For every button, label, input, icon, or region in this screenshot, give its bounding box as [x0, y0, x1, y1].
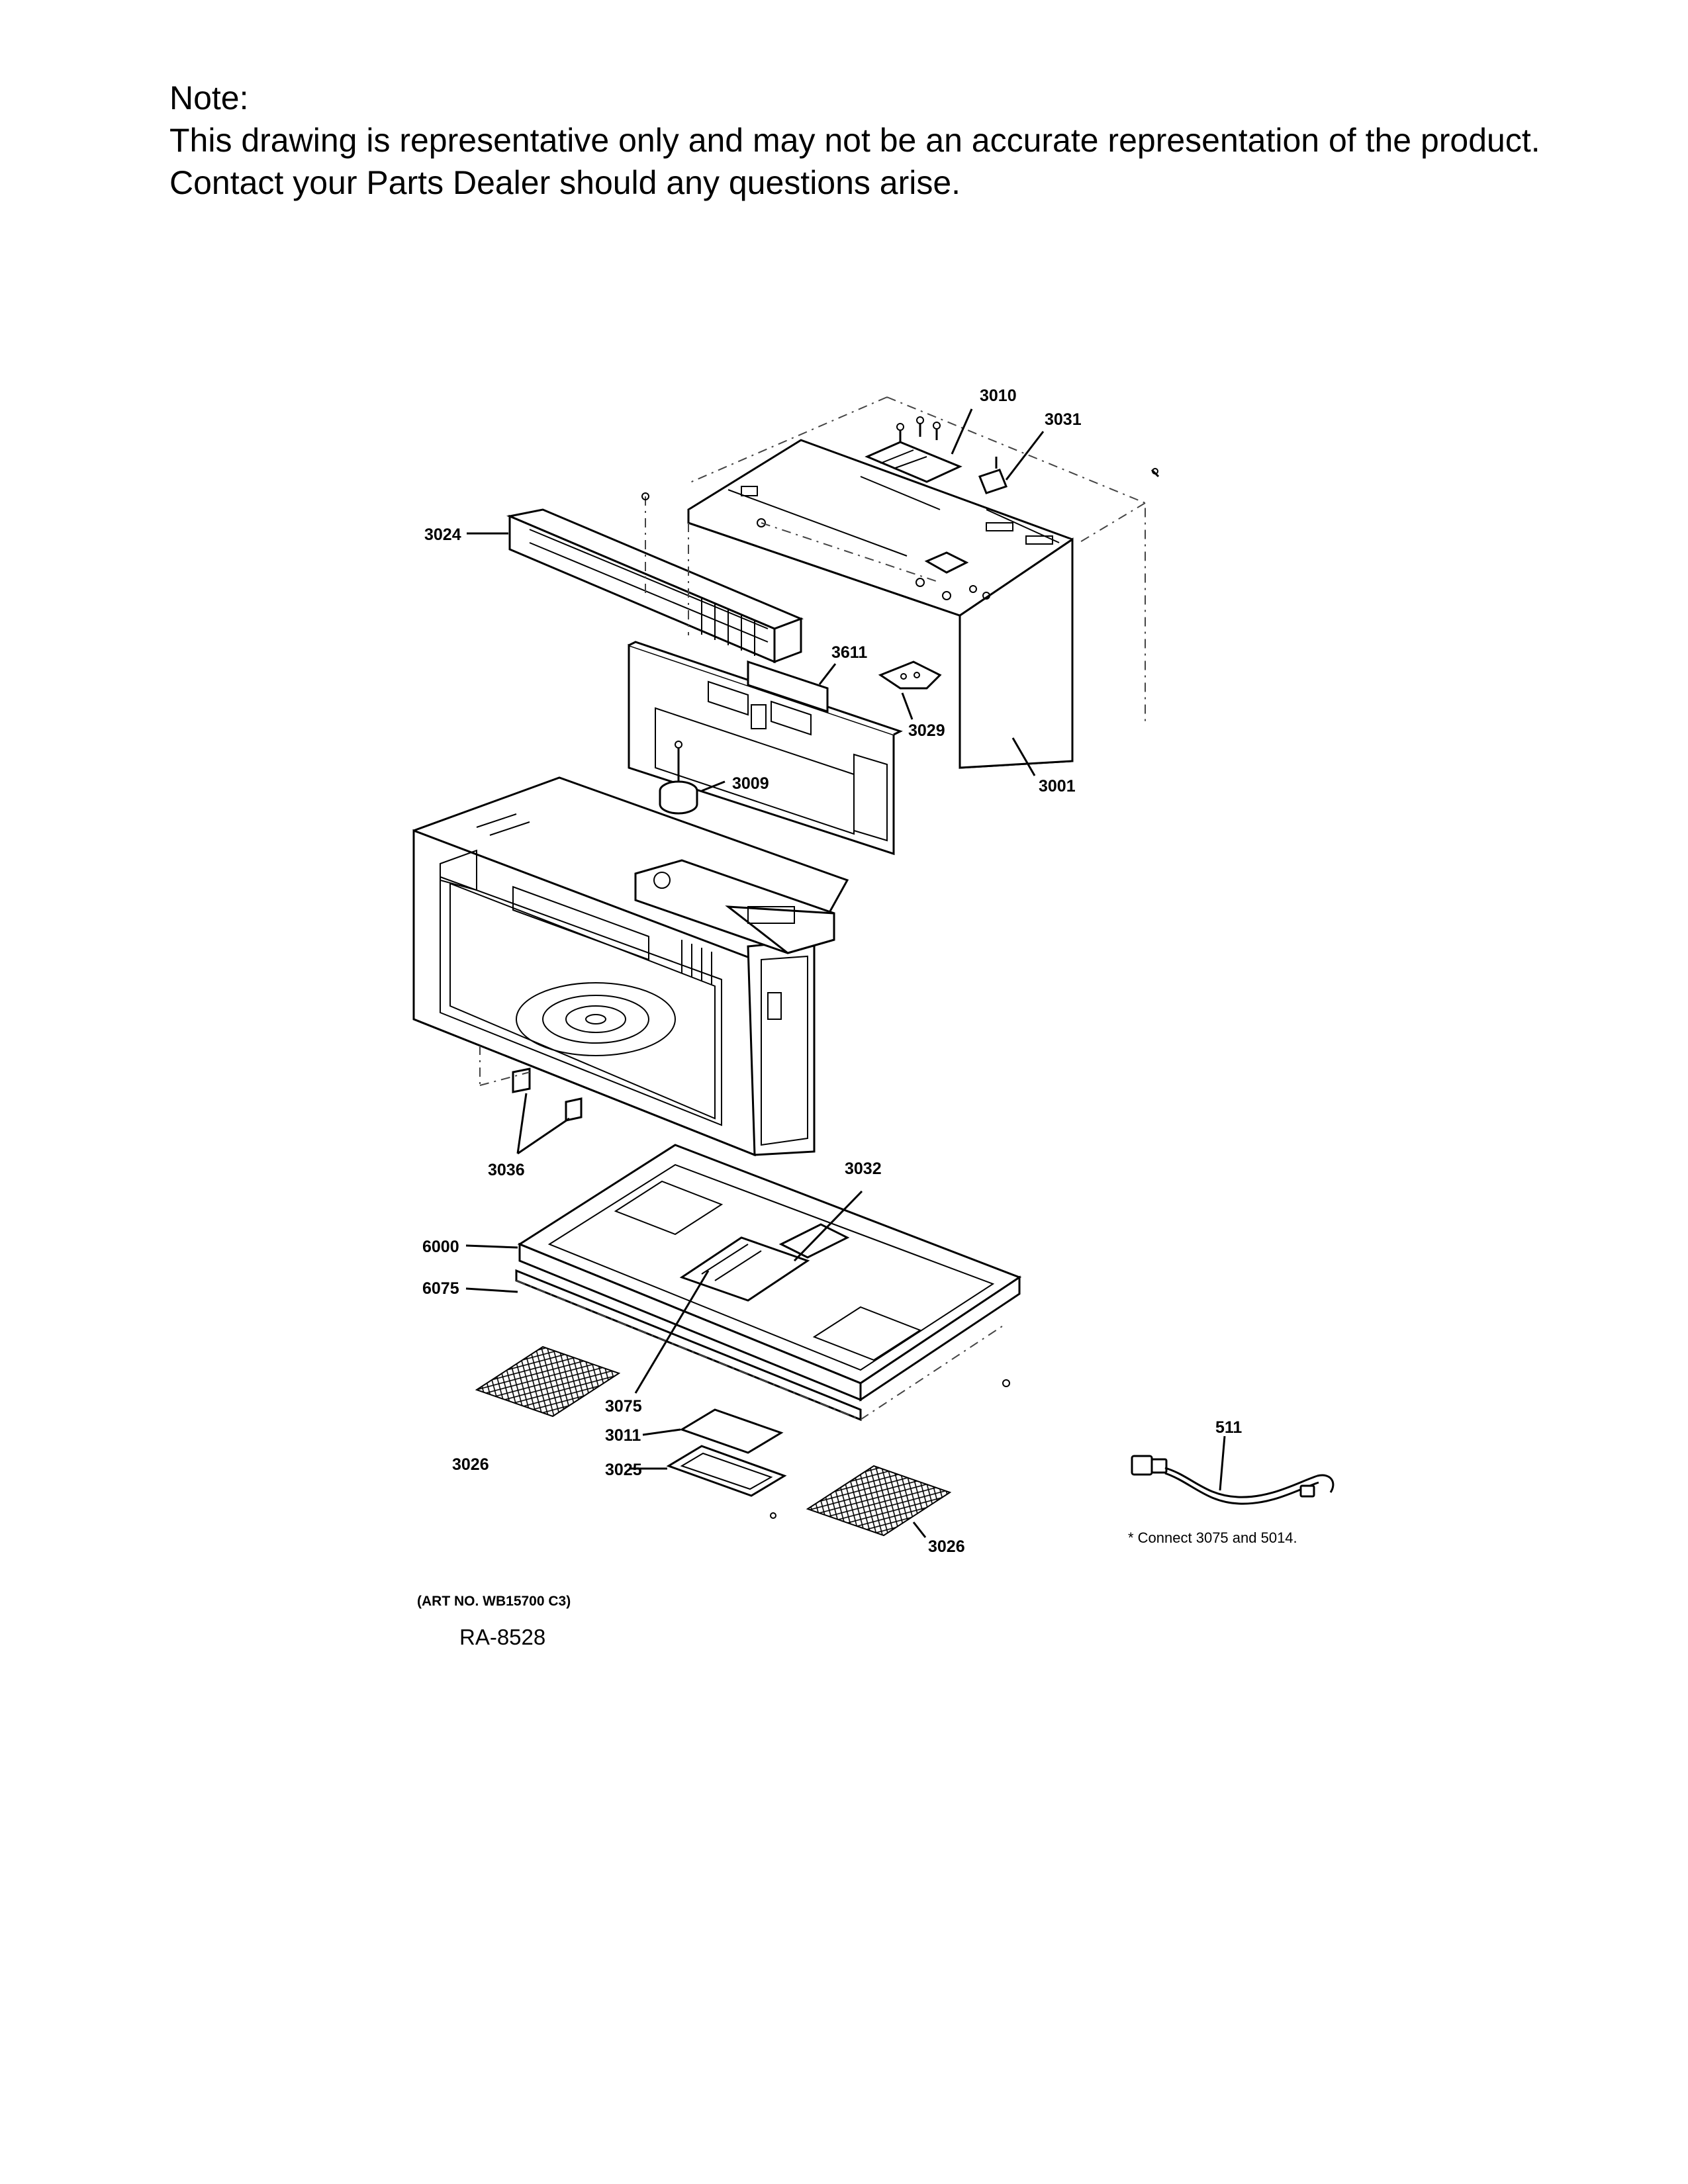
panel-3611 — [747, 660, 829, 713]
note-disclaimer-line: This drawing is representative only and … — [169, 122, 1540, 159]
grease-filter-3026-right — [806, 1465, 952, 1537]
callout-3032: 3032 — [845, 1160, 882, 1178]
callout-3075: 3075 — [605, 1397, 642, 1416]
callout-511: 511 — [1215, 1418, 1242, 1437]
callout-3029: 3029 — [908, 721, 945, 740]
callout-3611: 3611 — [831, 643, 867, 662]
callout-3031: 3031 — [1045, 410, 1082, 429]
callout-3010: 3010 — [980, 387, 1017, 405]
callout-6000: 6000 — [422, 1238, 459, 1256]
grease-filter-3026-left — [475, 1345, 621, 1418]
control-board-3075 — [679, 1236, 810, 1302]
note-contact-line: Contact your Parts Dealer should any que… — [169, 164, 961, 201]
ra-number: RA-8528 — [459, 1625, 545, 1649]
light-cover-3025 — [666, 1445, 787, 1519]
bracket-3029 — [878, 660, 942, 690]
bottom-plate-6000 — [517, 1144, 1022, 1402]
back-plate — [628, 641, 903, 907]
bracket-3010 — [865, 416, 962, 483]
lens-3011 — [679, 1408, 784, 1454]
callout-3024: 3024 — [424, 525, 461, 544]
callout-3011: 3011 — [605, 1426, 641, 1445]
callout-3001: 3001 — [1039, 777, 1076, 796]
outer-case-3001 — [687, 396, 1146, 769]
callout-3009: 3009 — [732, 774, 769, 793]
motor-3009 — [659, 741, 698, 815]
vent-grille-3024 — [506, 492, 804, 664]
callout-6075: 6075 — [422, 1279, 459, 1298]
latch-hooks-3036 — [479, 1046, 583, 1122]
art-number: (ART NO. WB15700 C3) — [417, 1594, 571, 1609]
control-board-assembly — [634, 859, 835, 954]
note-title: Note: — [169, 79, 249, 116]
screw — [1002, 1379, 1010, 1387]
oven-cavity — [412, 776, 849, 1157]
front-trim-6075 — [515, 1269, 1007, 1422]
callout-3025: 3025 — [605, 1461, 642, 1479]
wire-harness-511 — [1131, 1455, 1335, 1505]
callout-3026-left: 3026 — [452, 1455, 489, 1474]
connection-footnote: * Connect 3075 and 5014. — [1128, 1529, 1297, 1546]
callout-3036: 3036 — [488, 1161, 525, 1179]
bracket-3031 — [978, 457, 1008, 494]
callout-3026-right: 3026 — [928, 1537, 965, 1556]
leader-lines — [465, 408, 1226, 1538]
